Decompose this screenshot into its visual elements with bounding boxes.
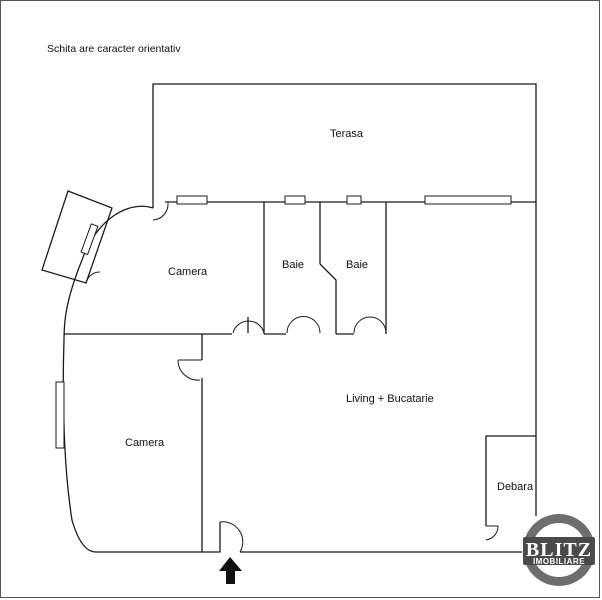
bottom-wall — [96, 521, 522, 553]
room-label-debara: Debara — [497, 481, 534, 493]
room-baie-1: Baie — [263, 202, 337, 335]
terrace: Terasa — [152, 83, 537, 208]
room-baie-2: Baie — [336, 202, 387, 335]
window-baie-1 — [284, 195, 306, 205]
room-debara: Debara — [485, 435, 536, 541]
logo-sub: IMOBILIARE — [533, 557, 585, 566]
door-swing-baie-1 — [286, 316, 321, 334]
orientation-note: Schita are caracter orientativ — [47, 43, 181, 55]
room-label-camera-top: Camera — [168, 266, 208, 278]
room-label-baie-1: Baie — [282, 259, 304, 271]
room-label-camera-left: Camera — [125, 437, 165, 449]
room-label-living: Living + Bucatarie — [346, 393, 434, 405]
facade-wall — [152, 195, 536, 221]
window-baie-2 — [346, 195, 362, 205]
bay-window-glass — [80, 223, 99, 256]
door-swing-baie-2 — [353, 316, 387, 334]
room-label-baie-2: Baie — [346, 259, 368, 271]
room-label-terasa: Terasa — [330, 128, 364, 140]
door-swing-terrace — [152, 202, 169, 221]
door-swing-camera-left — [177, 359, 202, 381]
door-swing-debara — [485, 525, 499, 541]
curved-exterior-wall — [41, 190, 154, 553]
logo-brand: BLITZ — [526, 539, 592, 561]
room-camera-top: Camera — [64, 266, 265, 335]
window-camera-left — [55, 381, 65, 449]
bay-window — [41, 190, 113, 284]
terrace-outline — [152, 83, 537, 208]
blitz-logo: BLITZ IMOBILIARE — [523, 514, 595, 586]
room-living: Living + Bucatarie — [346, 393, 434, 405]
window-living — [424, 195, 512, 205]
room-camera-left: Camera — [125, 334, 203, 552]
arrow-up-icon — [219, 557, 242, 584]
window-camera — [176, 195, 208, 205]
door-swing-entrance — [219, 521, 244, 553]
